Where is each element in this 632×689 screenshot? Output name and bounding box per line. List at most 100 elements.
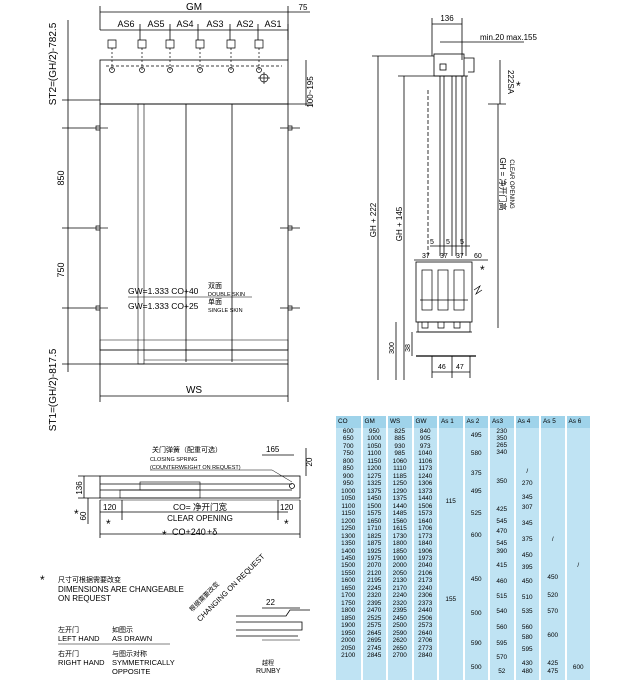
cell-co: 1200 xyxy=(341,517,356,525)
plan-165: 165 xyxy=(266,445,280,454)
as4-val: 345 xyxy=(521,520,533,527)
as2-val: 375 xyxy=(470,470,482,477)
as6-val: / xyxy=(577,562,580,569)
cell-gw: 1840 xyxy=(418,540,433,548)
cell-ws: 2000 xyxy=(392,562,407,570)
cell-gm: 1450 xyxy=(367,495,382,503)
th-as1: As 1 xyxy=(438,416,465,428)
note-asdrawn-cn: 如图示 xyxy=(112,625,133,634)
cell-gm: 2245 xyxy=(367,584,382,592)
side-38: 38 xyxy=(405,344,412,352)
as3-val: 470 xyxy=(496,528,508,535)
cell-gm: 950 xyxy=(368,428,380,435)
cell-ws: 1440 xyxy=(392,502,407,510)
note-22: 22 xyxy=(266,598,275,607)
plan-view: 关门弹簧（配重可选） CLOSING SPRING (COUNTERWEIGHT… xyxy=(74,445,314,542)
as4-val: 480 xyxy=(521,668,533,675)
cell-gw: 2440 xyxy=(418,607,433,615)
cell-gm: 2470 xyxy=(367,607,382,615)
as4-val: 595 xyxy=(521,646,533,653)
as2-val: 500 xyxy=(470,664,482,671)
cell-gw: 2506 xyxy=(418,614,433,622)
cell-gm: 2320 xyxy=(367,592,382,600)
as2-val: 450 xyxy=(470,576,482,583)
door-panels-section xyxy=(427,76,467,256)
as4-val: / xyxy=(526,468,529,475)
note-dim-en1: DIMENSIONS ARE CHANGEABLE xyxy=(58,585,184,594)
cell-ws: 985 xyxy=(394,450,406,458)
cell-co: 1050 xyxy=(341,495,356,503)
cell-ws: 2395 xyxy=(392,607,407,615)
cell-ws: 2320 xyxy=(392,599,407,607)
as3-val: 425 xyxy=(496,506,508,513)
cell-co: 1350 xyxy=(341,540,356,548)
th-as4: As 4 xyxy=(514,416,541,428)
cell-co: 1700 xyxy=(341,592,356,600)
cell-gm: 1925 xyxy=(367,547,382,555)
th-as5: As 5 xyxy=(540,416,567,428)
cell-gm: 1975 xyxy=(367,554,382,562)
cell-gm: 2695 xyxy=(367,637,382,645)
cell-co: 1650 xyxy=(341,584,356,592)
cell-ws: 1290 xyxy=(392,487,407,495)
cell-gm: 1100 xyxy=(367,450,382,458)
as5-val: 450 xyxy=(547,574,559,581)
as4-val: 270 xyxy=(521,480,533,487)
as3-val: 265 xyxy=(496,442,508,449)
cell-gw: 2306 xyxy=(418,592,433,600)
gw-single-cn: 单面 xyxy=(208,297,222,306)
cell-co: 1000 xyxy=(341,487,356,495)
ws-label: WS xyxy=(186,385,202,396)
th-as2: As 2 xyxy=(463,416,490,428)
cell-ws: 1800 xyxy=(392,540,407,548)
cell-gm: 1575 xyxy=(367,510,382,518)
col-as5: / 450 520 570 600 425 475 xyxy=(540,428,567,680)
side-min-max: min.20 max.155 xyxy=(480,33,537,42)
cell-gm: 1050 xyxy=(367,442,382,450)
cell-gm: 2070 xyxy=(367,562,382,570)
cell-co: 1450 xyxy=(341,554,356,562)
cell-gw: 2240 xyxy=(418,584,433,592)
as6-val: 600 xyxy=(572,664,584,671)
side-gh-cn: GH = 净开门高 xyxy=(498,157,508,210)
cell-co: 1100 xyxy=(341,502,356,510)
th-ws: WS xyxy=(387,416,414,428)
sill-block xyxy=(415,261,473,323)
cell-gw: 1306 xyxy=(418,480,433,488)
th-gm: GM xyxy=(361,416,388,428)
cell-gm: 1275 xyxy=(367,472,382,480)
cell-co: 800 xyxy=(342,457,354,465)
cell-gw: 1906 xyxy=(418,547,433,555)
cell-ws: 2700 xyxy=(392,652,407,660)
cell-gw: 2173 xyxy=(418,577,433,585)
dim-750: 750 xyxy=(56,262,66,277)
cell-co: 1800 xyxy=(341,607,356,615)
cell-co: 2050 xyxy=(341,644,356,652)
cell-ws: 2130 xyxy=(392,577,407,585)
note-dim-cn: 尺寸可根据需要改变 xyxy=(58,575,121,584)
cell-gm: 2395 xyxy=(367,599,382,607)
cell-gw: 2706 xyxy=(418,637,433,645)
col-as3: 230 350 265 340 350 425 545 470 545 390 … xyxy=(489,428,516,680)
spring-cn: 关门弹簧（配重可选） xyxy=(152,445,222,454)
spring-en1: CLOSING SPRING xyxy=(150,457,197,463)
as2-label: AS2 xyxy=(236,19,253,29)
as2-val: 590 xyxy=(470,640,482,647)
as4-val: 395 xyxy=(521,564,533,571)
as5-label: AS5 xyxy=(147,19,164,29)
as3-val: 350 xyxy=(496,478,508,485)
cell-ws: 1730 xyxy=(392,532,407,540)
cell-ws: 1560 xyxy=(392,517,407,525)
cell-gw: 1173 xyxy=(418,465,433,473)
as2-val: 580 xyxy=(470,450,482,457)
as3-label: AS3 xyxy=(206,19,223,29)
cell-co: 650 xyxy=(342,435,354,443)
cell-co: 1900 xyxy=(341,622,356,630)
side-asterisk-mid: * xyxy=(480,263,485,277)
as4-val: 560 xyxy=(521,624,533,631)
cell-ws: 1185 xyxy=(392,472,407,480)
cell-ws: 1060 xyxy=(392,457,407,465)
